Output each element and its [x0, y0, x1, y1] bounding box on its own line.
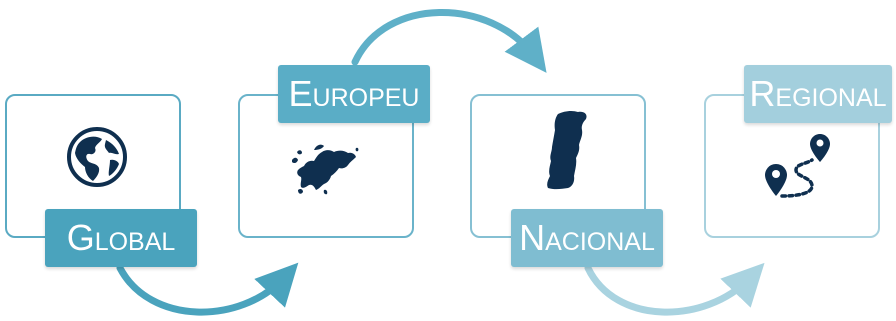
portugal-map-icon [547, 110, 587, 190]
stage-label-nacional: Nacional [511, 209, 663, 267]
arrow-europeu-to-nacional [351, 9, 547, 73]
stage-label-regional: Regional [744, 65, 892, 123]
europe-map-icon [292, 144, 359, 195]
globe-icon [67, 127, 127, 187]
arrow-global-to-europeu [116, 262, 299, 316]
arrow-nacional-to-regional [584, 262, 765, 316]
stage-label-global: Global [45, 209, 197, 267]
stage-label-europeu: Europeu [278, 65, 430, 123]
route-pins-icon [765, 134, 830, 198]
